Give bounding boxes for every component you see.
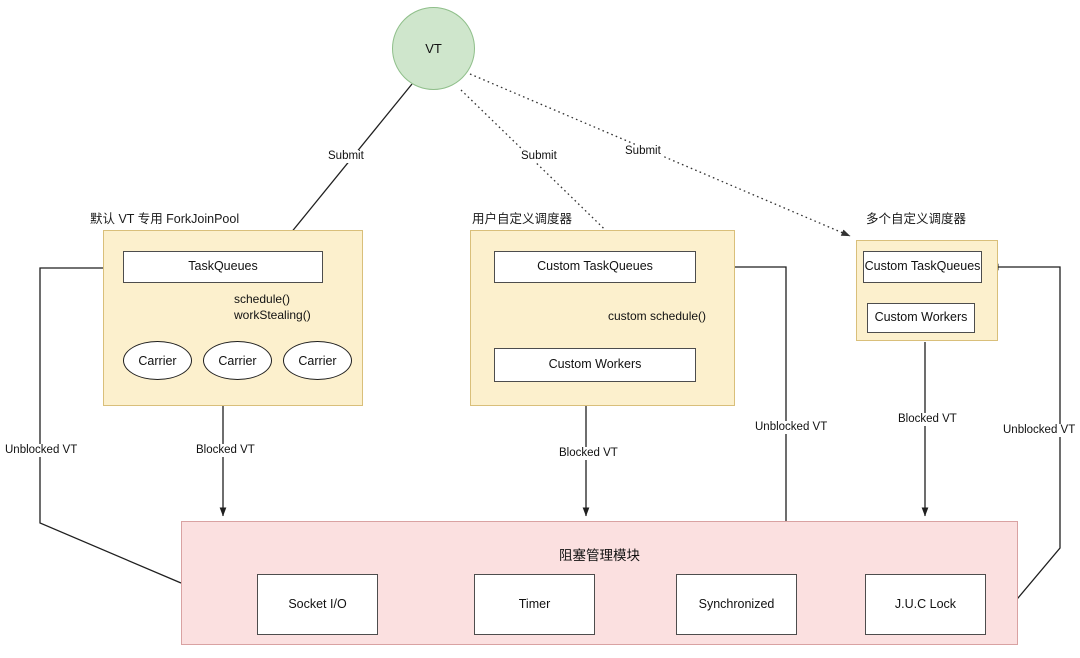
node-taskqueues[interactable]: TaskQueues <box>123 251 323 283</box>
edge-submit-default <box>276 83 413 251</box>
edge-multi-unblocked <box>989 263 1061 605</box>
node-taskqueues-label: TaskQueues <box>188 259 258 274</box>
node-custom-taskqueues-label: Custom TaskQueues <box>537 259 653 274</box>
node-timer[interactable]: Timer <box>474 574 595 635</box>
node-multi-custom-taskqueues[interactable]: Custom TaskQueues <box>863 251 982 283</box>
flow-label-left-blocked: Blocked VT <box>193 444 258 458</box>
node-juc-lock[interactable]: J.U.C Lock <box>865 574 986 635</box>
node-carrier-1[interactable]: Carrier <box>123 341 192 380</box>
flow-label-left-unblocked: Unblocked VT <box>2 444 81 458</box>
group-title-multi-custom-scheduler: 多个自定义调度器 <box>866 212 967 226</box>
node-multi-custom-workers[interactable]: Custom Workers <box>867 303 975 333</box>
node-multi-custom-workers-label: Custom Workers <box>874 310 968 325</box>
flow-label-mid-unblocked: Unblocked VT <box>752 421 831 435</box>
node-custom-workers[interactable]: Custom Workers <box>494 348 696 382</box>
node-synchronized-label: Synchronized <box>698 596 775 611</box>
node-carrier-3[interactable]: Carrier <box>283 341 352 380</box>
node-socket-io-label: Socket I/O <box>288 596 347 611</box>
group-title-default-pool: 默认 VT 专用 ForkJoinPool <box>90 212 240 226</box>
edge-default-unblocked <box>39 264 182 584</box>
submit-label-multi: Submit <box>622 145 664 159</box>
submit-label-custom: Submit <box>518 150 560 164</box>
vt-node[interactable]: VT <box>392 7 475 90</box>
node-timer-label: Timer <box>518 596 551 611</box>
flow-label-right-unblocked: Unblocked VT <box>1000 424 1079 438</box>
node-socket-io[interactable]: Socket I/O <box>257 574 378 635</box>
node-custom-workers-label: Custom Workers <box>548 357 642 372</box>
blocking-module-title: 阻塞管理模块 <box>559 548 640 563</box>
node-carrier-2[interactable]: Carrier <box>203 341 272 380</box>
custom-schedule-step-label: custom schedule() <box>608 309 707 323</box>
submit-label-default: Submit <box>325 150 367 164</box>
flow-label-mid-blocked: Blocked VT <box>556 447 621 461</box>
node-custom-taskqueues[interactable]: Custom TaskQueues <box>494 251 696 283</box>
flow-label-right-blocked: Blocked VT <box>895 413 960 427</box>
node-carrier-3-label: Carrier <box>298 353 337 368</box>
schedule-step-line2: workStealing() <box>234 307 311 322</box>
node-synchronized[interactable]: Synchronized <box>676 574 797 635</box>
group-title-custom-scheduler: 用户自定义调度器 <box>472 212 573 226</box>
node-juc-lock-label: J.U.C Lock <box>894 596 957 611</box>
schedule-step-line1: schedule() <box>234 292 291 306</box>
vt-node-label: VT <box>425 41 442 56</box>
node-multi-custom-taskqueues-label: Custom TaskQueues <box>864 259 981 274</box>
node-carrier-2-label: Carrier <box>218 353 257 368</box>
schedule-step-label: schedule() workStealing() <box>234 292 311 323</box>
node-carrier-1-label: Carrier <box>138 353 177 368</box>
